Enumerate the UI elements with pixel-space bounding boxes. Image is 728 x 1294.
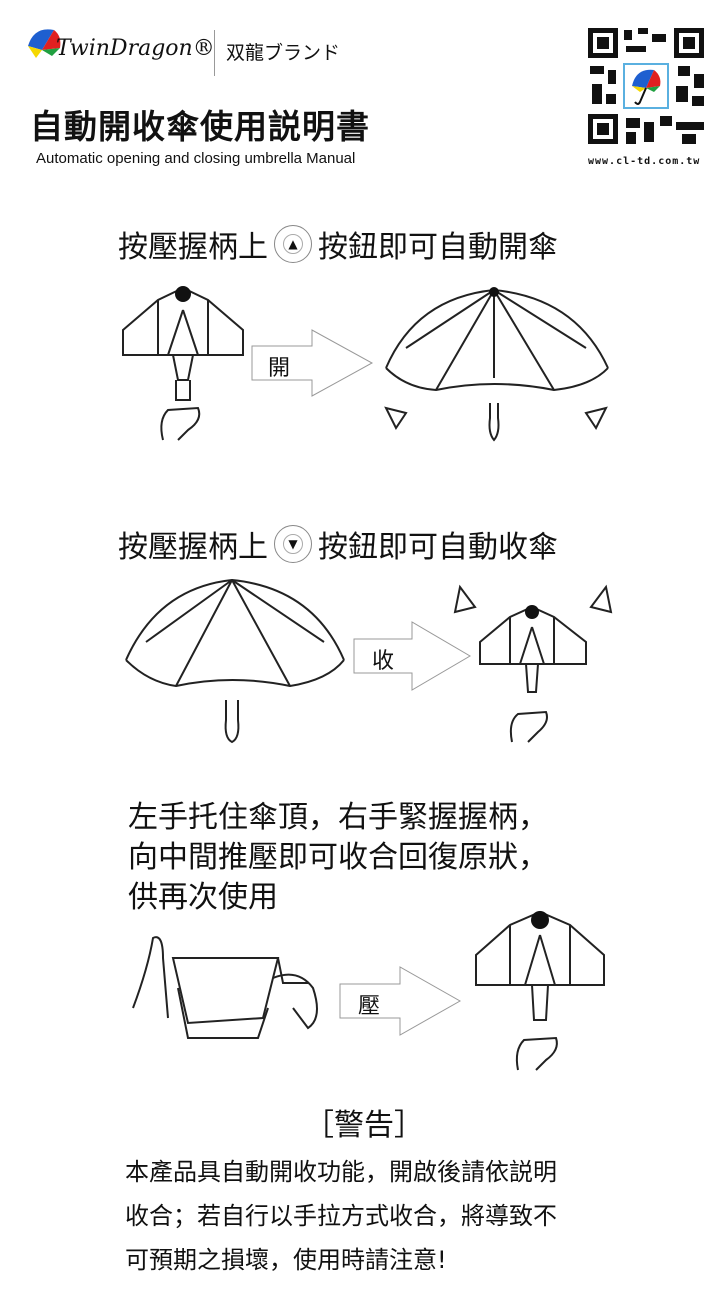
open-umbrella-icon bbox=[384, 287, 609, 442]
step2-text-before: 按壓握柄上 bbox=[118, 530, 268, 565]
hands-pressing-umbrella-icon bbox=[132, 936, 318, 1039]
warning-line: 本產品具自動開收功能，開啟後請依説明 bbox=[125, 1158, 557, 1186]
step1-text-after: 按鈕即可自動開傘 bbox=[318, 230, 558, 265]
step1-text-before: 按壓握柄上 bbox=[118, 230, 268, 265]
press-arrow-icon bbox=[339, 966, 462, 1036]
step3-line: 左手托住傘頂，右手緊握握柄， bbox=[128, 800, 548, 835]
closed-umbrella-icon bbox=[475, 910, 605, 1071]
step3-instruction: 左手托住傘頂，右手緊握握柄， 向中間推壓即可收合回復原狀， 供再次使用 bbox=[128, 798, 548, 918]
umbrella-logo-icon bbox=[28, 29, 61, 58]
open-umbrella-icon bbox=[125, 578, 345, 744]
open-label: 開 bbox=[268, 356, 291, 381]
step2-text-after: 按鈕即可自動收傘 bbox=[318, 530, 558, 565]
divider bbox=[214, 30, 215, 76]
closed-umbrella-icon bbox=[122, 286, 244, 441]
website-link[interactable]: www.cl-td.com.tw bbox=[588, 156, 701, 167]
warning-text: 本產品具自動開收功能，開啟後請依説明 收合；若自行以手拉方式收合，將導致不 可預… bbox=[125, 1150, 557, 1282]
step1-instruction: 按壓握柄上 ▲ 按鈕即可自動開傘 bbox=[118, 222, 558, 266]
brand-name: 双龍ブランド bbox=[226, 42, 341, 64]
page-subtitle: Automatic opening and closing umbrella M… bbox=[36, 150, 356, 167]
warning-title: ［警告］ bbox=[304, 1108, 424, 1143]
step2-instruction: 按壓握柄上 ▼ 按鈕即可自動收傘 bbox=[118, 522, 558, 566]
qr-code-icon[interactable] bbox=[586, 26, 706, 146]
step3-line: 向中間推壓即可收合回復原狀， bbox=[128, 840, 548, 875]
step3-line: 供再次使用 bbox=[128, 880, 278, 915]
brand-logo: TwinDragon® bbox=[56, 36, 215, 61]
warning-line: 可預期之損壞，使用時請注意! bbox=[125, 1246, 447, 1274]
open-arrow-icon bbox=[251, 329, 374, 397]
close-arrow-icon bbox=[353, 621, 471, 691]
page-title: 自動開收傘使用説明書 bbox=[30, 107, 370, 146]
close-label: 收 bbox=[372, 649, 395, 674]
close-button-icon: ▼ bbox=[274, 525, 312, 563]
open-button-icon: ▲ bbox=[274, 225, 312, 263]
warning-line: 收合；若自行以手拉方式收合，將導致不 bbox=[125, 1202, 557, 1230]
closed-umbrella-icon bbox=[453, 584, 613, 743]
press-label: 壓 bbox=[358, 994, 381, 1019]
